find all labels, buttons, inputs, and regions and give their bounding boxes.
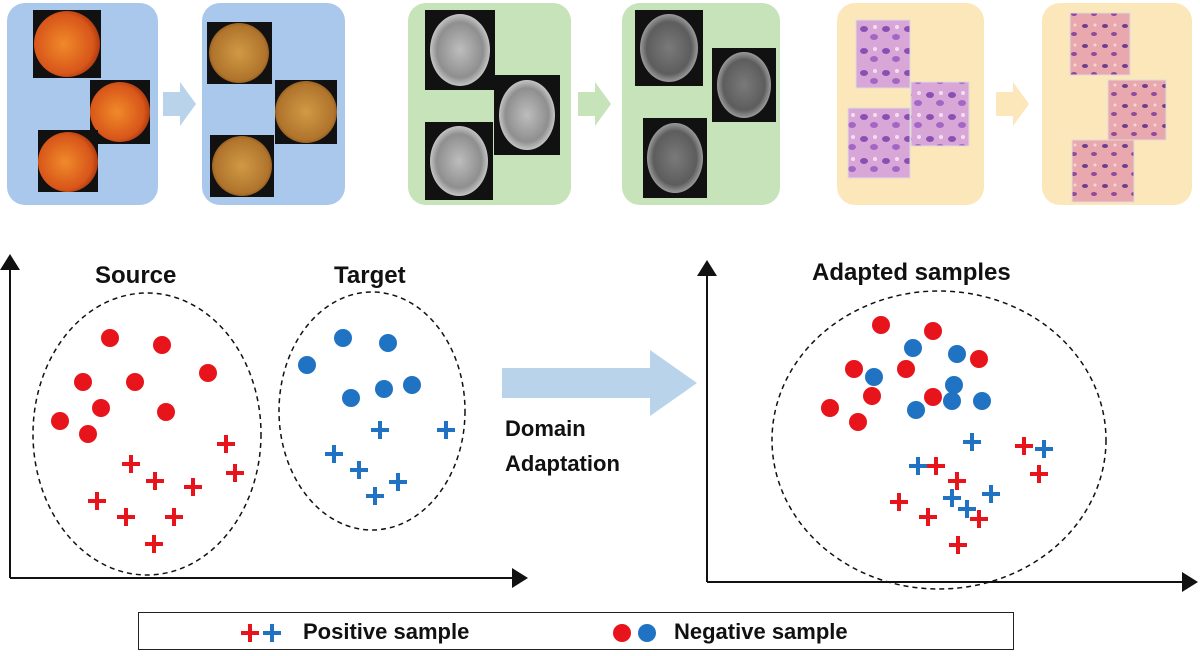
adapted-samples: [821, 316, 1053, 554]
positive-sample-marker: [122, 455, 140, 473]
negative-sample-marker: [79, 425, 97, 443]
mri-icon: [425, 10, 560, 200]
legend-positive-label: Positive sample: [303, 619, 470, 644]
positive-sample-marker: [350, 461, 368, 479]
fundus-arrow-icon: [163, 82, 196, 126]
positive-sample-marker: [890, 493, 908, 511]
positive-sample-marker: [184, 478, 202, 496]
mri-adapted-icon: [635, 10, 776, 198]
negative-sample-marker: [973, 392, 991, 410]
mri-arrow-icon: [578, 82, 611, 126]
positive-sample-marker: [958, 500, 976, 518]
adapted-axes: [697, 260, 1198, 592]
negative-sample-marker: [92, 399, 110, 417]
negative-sample-marker: [970, 350, 988, 368]
adaptation-label: Adaptation: [505, 451, 620, 476]
negative-sample-marker: [379, 334, 397, 352]
legend-markers: [241, 624, 656, 642]
positive-sample-marker: [948, 472, 966, 490]
positive-sample-marker: [371, 421, 389, 439]
negative-sample-marker: [51, 412, 69, 430]
negative-sample-marker: [924, 388, 942, 406]
negative-sample-marker: [342, 389, 360, 407]
negative-sample-marker: [897, 360, 915, 378]
target-cluster-boundary: [278, 291, 466, 531]
positive-sample-marker: [165, 508, 183, 526]
positive-sample-marker: [366, 487, 384, 505]
target-samples: [298, 329, 455, 505]
source-target-axes: [0, 254, 528, 588]
negative-red-icon: [613, 624, 631, 642]
positive-sample-marker: [1015, 437, 1033, 455]
negative-sample-marker: [334, 329, 352, 347]
positive-sample-marker: [226, 464, 244, 482]
negative-sample-marker: [126, 373, 144, 391]
positive-sample-marker: [909, 457, 927, 475]
positive-sample-marker: [963, 433, 981, 451]
source-samples: [51, 329, 244, 553]
negative-sample-marker: [403, 376, 421, 394]
adapted-samples-label: Adapted samples: [812, 259, 1011, 286]
positive-blue-icon: [263, 624, 281, 642]
negative-sample-marker: [199, 364, 217, 382]
legend-negative-label: Negative sample: [674, 619, 848, 644]
domain-adaptation-arrow-icon: [502, 350, 697, 416]
positive-sample-marker: [982, 485, 1000, 503]
negative-sample-marker: [157, 403, 175, 421]
positive-sample-marker: [927, 457, 945, 475]
positive-sample-marker: [145, 535, 163, 553]
negative-sample-marker: [907, 401, 925, 419]
negative-sample-marker: [298, 356, 316, 374]
negative-blue-icon: [638, 624, 656, 642]
negative-sample-marker: [74, 373, 92, 391]
negative-sample-marker: [865, 368, 883, 386]
negative-sample-marker: [821, 399, 839, 417]
fundus-adapted-icon: [207, 22, 337, 197]
positive-sample-marker: [1030, 465, 1048, 483]
histo-arrow-icon: [996, 82, 1029, 126]
negative-sample-marker: [945, 376, 963, 394]
histo-example-group: [837, 3, 1192, 205]
negative-sample-marker: [101, 329, 119, 347]
legend: Positive sample Negative sample: [138, 612, 1014, 650]
negative-sample-marker: [863, 387, 881, 405]
positive-sample-marker: [88, 492, 106, 510]
fundus-example-group: [7, 3, 345, 205]
source-label: Source: [95, 262, 177, 289]
positive-sample-marker: [217, 435, 235, 453]
negative-sample-marker: [845, 360, 863, 378]
negative-sample-marker: [924, 322, 942, 340]
negative-sample-marker: [904, 339, 922, 357]
negative-sample-marker: [849, 413, 867, 431]
positive-sample-marker: [919, 508, 937, 526]
fundus-icon: [33, 10, 150, 192]
histo-adapted-icon: [1069, 12, 1167, 203]
positive-sample-marker: [389, 473, 407, 491]
positive-sample-marker: [970, 510, 988, 528]
positive-sample-marker: [117, 508, 135, 526]
positive-sample-marker: [1035, 440, 1053, 458]
negative-sample-marker: [375, 380, 393, 398]
negative-sample-marker: [948, 345, 966, 363]
target-label: Target: [334, 262, 406, 289]
positive-sample-marker: [146, 472, 164, 490]
positive-sample-marker: [949, 536, 967, 554]
histo-icon: [847, 19, 970, 179]
positive-sample-marker: [325, 445, 343, 463]
negative-sample-marker: [153, 336, 171, 354]
adapted-cluster-boundary: [771, 290, 1107, 590]
positive-red-icon: [241, 624, 259, 642]
negative-sample-marker: [872, 316, 890, 334]
source-cluster-boundary: [32, 292, 262, 576]
domain-label: Domain: [505, 416, 586, 441]
mri-example-group: [408, 3, 780, 205]
positive-sample-marker: [437, 421, 455, 439]
negative-sample-marker: [943, 392, 961, 410]
positive-sample-marker: [943, 489, 961, 507]
